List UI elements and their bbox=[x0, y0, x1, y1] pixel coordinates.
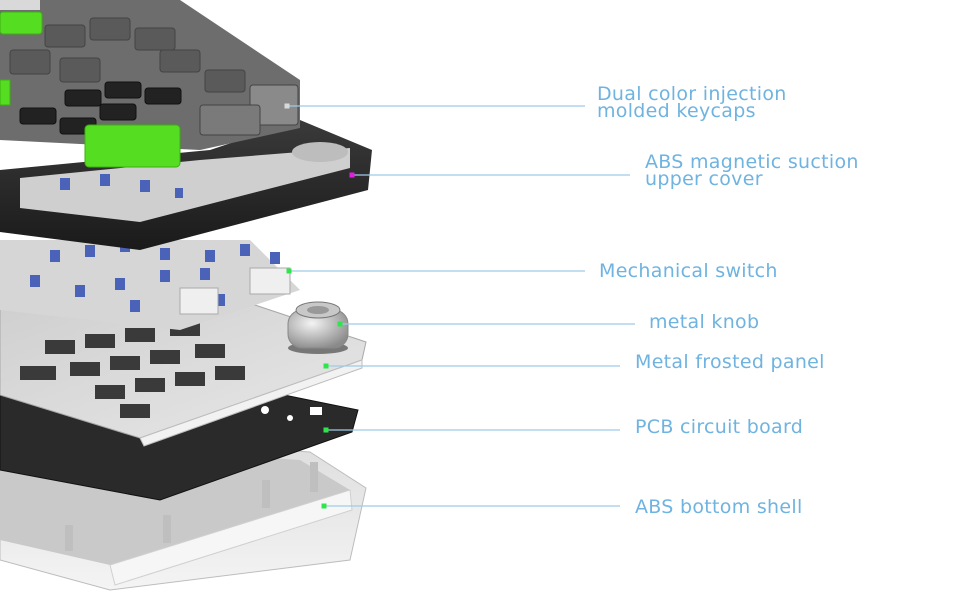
switch-layer bbox=[0, 240, 300, 330]
marker-dot-pcb bbox=[323, 427, 329, 433]
callout-text-line: ABS magnetic suction bbox=[645, 151, 859, 173]
callout-label-panel: Metal frosted panel bbox=[635, 351, 825, 373]
callout-text-line: metal knob bbox=[649, 311, 760, 333]
callout-text-line: upper cover bbox=[645, 168, 763, 190]
marker-dot-upper-cover bbox=[349, 172, 355, 178]
callout-text-line: PCB circuit board bbox=[635, 416, 804, 438]
callout-label-bottom-shell: ABS bottom shell bbox=[635, 496, 803, 518]
metal-knob bbox=[287, 301, 349, 354]
callout-label-knob: metal knob bbox=[649, 311, 760, 333]
keycaps bbox=[0, 0, 300, 168]
marker-dot-knob bbox=[337, 321, 343, 327]
callout-text-line: Dual color injection bbox=[597, 83, 787, 105]
upper-cover bbox=[0, 120, 372, 250]
callout-label-pcb: PCB circuit board bbox=[635, 416, 804, 438]
callout-text-line: Metal frosted panel bbox=[635, 351, 825, 373]
marker-dot-bottom-shell bbox=[321, 503, 327, 509]
marker-dot-panel bbox=[323, 363, 329, 369]
callout-text-line: molded keycaps bbox=[597, 100, 756, 122]
callout-leaders bbox=[284, 103, 635, 509]
callout-text-line: Mechanical switch bbox=[599, 260, 778, 282]
marker-dot-keycaps bbox=[284, 103, 290, 109]
metal-panel bbox=[0, 299, 367, 447]
callout-label-switch: Mechanical switch bbox=[599, 260, 778, 282]
callout-text-line: ABS bottom shell bbox=[635, 496, 803, 518]
marker-dot-switch bbox=[286, 268, 292, 274]
